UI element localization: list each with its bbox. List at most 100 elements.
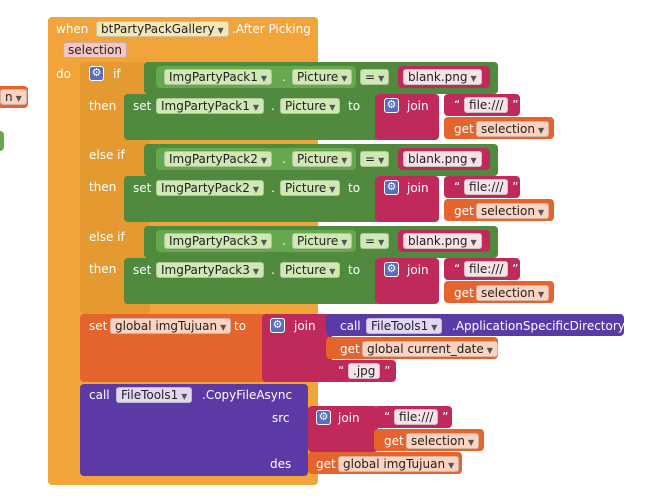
if-keyword: if — [113, 67, 121, 81]
get-var-dropdown-3[interactable]: selection▼ — [476, 285, 550, 301]
call-keyword-copy: call — [89, 388, 110, 402]
chevron-down-icon: ▼ — [378, 74, 385, 83]
chevron-down-icon: ▼ — [260, 238, 268, 247]
text-file-prefix-3: “ file:/// ” — [454, 261, 519, 277]
chevron-down-icon: ▼ — [329, 267, 336, 276]
event-component-dropdown[interactable]: btPartyPackGallery▼ — [96, 21, 229, 37]
text-file-prefix-src: “ file:/// ” — [384, 409, 449, 425]
chevron-down-icon: ▼ — [537, 126, 545, 135]
join-keyword-3: join — [407, 263, 429, 277]
get-keyword-2: get — [454, 204, 474, 218]
set-property-dropdown-1[interactable]: Picture▼ — [280, 98, 341, 114]
text-ext: “ .jpg ” — [338, 363, 391, 379]
text-value-2[interactable]: blank.png▼ — [403, 151, 482, 167]
dot-separator: . — [282, 234, 286, 248]
then-keyword-2: then — [89, 180, 117, 194]
call-component-dropdown[interactable]: FileTools1▼ — [366, 318, 443, 334]
copy-component-dropdown[interactable]: FileTools1▼ — [116, 387, 193, 403]
get-keyword-des: get — [316, 457, 336, 471]
get-var-dropdown-2[interactable]: selection▼ — [476, 203, 550, 219]
get-imgtujuan-dropdown[interactable]: global imgTujuan▼ — [338, 456, 460, 472]
set-keyword-1: set — [133, 99, 152, 113]
join-global-keyword: join — [294, 319, 316, 333]
des-label: des — [270, 457, 292, 471]
call-method-app-dir: .ApplicationSpecificDirectory — [452, 319, 625, 333]
property-dropdown-2[interactable]: Picture▼ — [292, 151, 353, 167]
join-gear-icon[interactable]: ⚙ — [270, 318, 285, 333]
component-dropdown-3[interactable]: ImgPartyPack3▼ — [164, 233, 273, 249]
property-dropdown-1[interactable]: Picture▼ — [292, 69, 353, 85]
chevron-down-icon: ▼ — [470, 156, 477, 165]
copy-method: .CopyFileAsync — [202, 388, 293, 402]
when-keyword: when — [56, 22, 89, 36]
chevron-down-icon: ▼ — [329, 185, 336, 194]
chevron-down-icon: ▼ — [470, 74, 477, 83]
chevron-down-icon: ▼ — [252, 103, 260, 112]
join-src-keyword: join — [338, 411, 360, 425]
set-property-dropdown-3[interactable]: Picture▼ — [280, 262, 341, 278]
chevron-down-icon: ▼ — [341, 238, 348, 247]
to-keyword-3: to — [348, 263, 361, 277]
dot-separator: . — [271, 99, 275, 113]
chevron-down-icon: ▼ — [431, 323, 438, 332]
get-current-date-dropdown[interactable]: global current_date▼ — [362, 341, 498, 357]
get-keyword-date: get — [340, 342, 360, 356]
offscreen-block-edge[interactable] — [0, 131, 4, 151]
text-value-1[interactable]: blank.png▼ — [403, 69, 482, 85]
chevron-down-icon: ▼ — [378, 238, 385, 247]
event-param-selection[interactable]: selection — [63, 42, 127, 58]
set-property-dropdown-2[interactable]: Picture▼ — [280, 180, 341, 196]
dot-separator: . — [282, 70, 286, 84]
chevron-down-icon: ▼ — [537, 208, 545, 217]
component-dropdown-2[interactable]: ImgPartyPack2▼ — [164, 151, 273, 167]
set-component-dropdown-1[interactable]: ImgPartyPack1▼ — [156, 98, 265, 114]
offscreen-block-fragment[interactable]: n▼ — [0, 86, 28, 108]
else-if-keyword-3: else if — [89, 230, 125, 244]
chevron-down-icon: ▼ — [341, 74, 348, 83]
join-gear-icon[interactable]: ⚙ — [316, 410, 331, 425]
event-name: .After Picking — [232, 22, 311, 36]
set-global-keyword: set — [89, 319, 108, 333]
get-selection-dropdown-src[interactable]: selection▼ — [406, 433, 480, 449]
compare-operator-3[interactable]: =▼ — [360, 233, 390, 249]
mutator-gear-icon[interactable]: ⚙ — [89, 66, 104, 81]
chevron-down-icon: ▼ — [260, 74, 268, 83]
src-label: src — [272, 411, 290, 425]
text-file-prefix-2: “ file:/// ” — [454, 179, 519, 195]
set-global-var-dropdown[interactable]: global imgTujuan▼ — [110, 318, 232, 334]
chevron-down-icon: ▼ — [329, 103, 336, 112]
to-keyword-1: to — [348, 99, 361, 113]
compare-operator-2[interactable]: =▼ — [360, 151, 390, 167]
join-keyword-1: join — [407, 99, 429, 113]
call-keyword-app-dir: call — [340, 319, 361, 333]
text-file-prefix-1: “ file:/// ” — [454, 97, 519, 113]
get-var-dropdown-1[interactable]: selection▼ — [476, 121, 550, 137]
chevron-down-icon: ▼ — [220, 323, 227, 332]
join-gear-icon[interactable]: ⚙ — [384, 262, 399, 277]
chevron-down-icon: ▼ — [467, 438, 475, 447]
chevron-down-icon: ▼ — [448, 461, 455, 470]
do-keyword: do — [56, 67, 71, 81]
set-global-to-keyword: to — [234, 319, 247, 333]
set-component-dropdown-3[interactable]: ImgPartyPack3▼ — [156, 262, 265, 278]
chevron-down-icon: ▼ — [260, 156, 268, 165]
join-gear-icon[interactable]: ⚙ — [384, 98, 399, 113]
get-keyword-src: get — [384, 434, 404, 448]
text-value-3[interactable]: blank.png▼ — [403, 233, 482, 249]
set-keyword-2: set — [133, 181, 152, 195]
chevron-down-icon: ▼ — [378, 156, 385, 165]
chevron-down-icon: ▼ — [181, 392, 188, 401]
property-dropdown-3[interactable]: Picture▼ — [292, 233, 353, 249]
get-keyword-3: get — [454, 286, 474, 300]
dot-separator: . — [271, 181, 275, 195]
component-dropdown-1[interactable]: ImgPartyPack1▼ — [164, 69, 273, 85]
chevron-down-icon: ▼ — [486, 346, 493, 355]
set-component-dropdown-2[interactable]: ImgPartyPack2▼ — [156, 180, 265, 196]
chevron-down-icon: ▼ — [252, 267, 260, 276]
then-keyword-3: then — [89, 262, 117, 276]
chevron-down-icon: ▼ — [15, 94, 22, 103]
to-keyword-2: to — [348, 181, 361, 195]
compare-operator-1[interactable]: =▼ — [360, 69, 390, 85]
join-gear-icon[interactable]: ⚙ — [384, 180, 399, 195]
dot-separator: . — [282, 152, 286, 166]
